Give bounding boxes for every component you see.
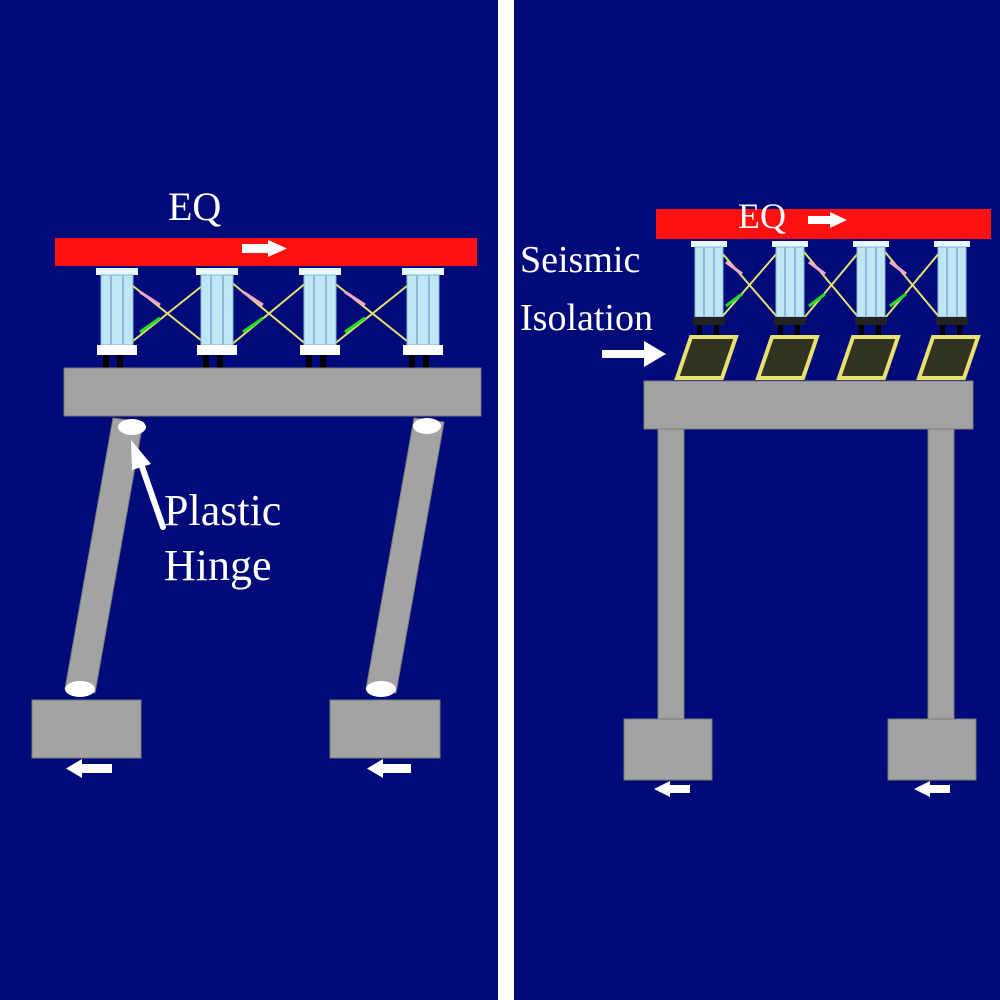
right-footing-1 bbox=[623, 718, 713, 781]
left-eq-label: EQ bbox=[168, 184, 221, 229]
right-column-1 bbox=[657, 428, 685, 720]
left-footing-2 bbox=[329, 699, 441, 759]
right-isolator-2 bbox=[755, 335, 820, 380]
right-panel-isolated: EQ bbox=[514, 0, 1000, 1000]
right-column-2 bbox=[927, 428, 955, 720]
left-ground-arrow-1 bbox=[66, 759, 112, 778]
left-bracing-accents bbox=[139, 290, 366, 334]
left-panel-conventional: EQ bbox=[0, 0, 498, 1000]
left-hinge-top-2 bbox=[413, 418, 441, 434]
left-hinge-label-line-1: Plastic bbox=[164, 486, 281, 535]
right-diagram: EQ bbox=[514, 0, 1000, 1000]
right-pier-cap bbox=[643, 380, 974, 430]
left-hinge-top-1 bbox=[118, 419, 146, 435]
right-footing-2 bbox=[887, 718, 977, 781]
right-isolator-1 bbox=[674, 335, 739, 380]
right-girder-4 bbox=[934, 241, 970, 335]
right-girder-2 bbox=[772, 241, 808, 335]
right-isolator-3 bbox=[836, 335, 901, 380]
left-pier-cap bbox=[63, 367, 482, 417]
right-bracing-accents bbox=[725, 260, 907, 308]
right-isolator-4 bbox=[916, 335, 981, 380]
left-hinge-bottom-1 bbox=[65, 681, 95, 697]
right-deck-arrow bbox=[808, 212, 847, 228]
right-isolation-label-line-2: Isolation bbox=[520, 297, 653, 339]
right-eq-label: EQ bbox=[738, 196, 786, 236]
left-deck-arrow bbox=[242, 240, 287, 257]
left-hinge-label-line-2: Hinge bbox=[164, 541, 272, 590]
right-ground-arrow-2 bbox=[914, 781, 950, 797]
right-cross-bracing bbox=[720, 251, 941, 319]
right-isolation-bearings bbox=[674, 335, 981, 380]
right-girder-3 bbox=[853, 241, 889, 335]
left-hinge-bottom-2 bbox=[366, 681, 396, 697]
right-girder-1 bbox=[691, 241, 727, 335]
right-background bbox=[514, 0, 1000, 1000]
left-girders bbox=[96, 268, 444, 383]
left-girder-2 bbox=[196, 268, 238, 383]
right-girders bbox=[691, 241, 970, 335]
left-footing-1 bbox=[31, 699, 142, 759]
right-isolation-label-line-1: Seismic bbox=[520, 239, 640, 281]
left-ground-arrow-2 bbox=[367, 759, 411, 778]
right-ground-arrow-1 bbox=[654, 781, 690, 797]
right-isolation-pointer-arrow bbox=[602, 341, 666, 367]
left-diagram: EQ bbox=[0, 0, 498, 1000]
left-hinge-pointer-arrow bbox=[131, 440, 166, 530]
left-cross-bracing bbox=[127, 281, 413, 346]
